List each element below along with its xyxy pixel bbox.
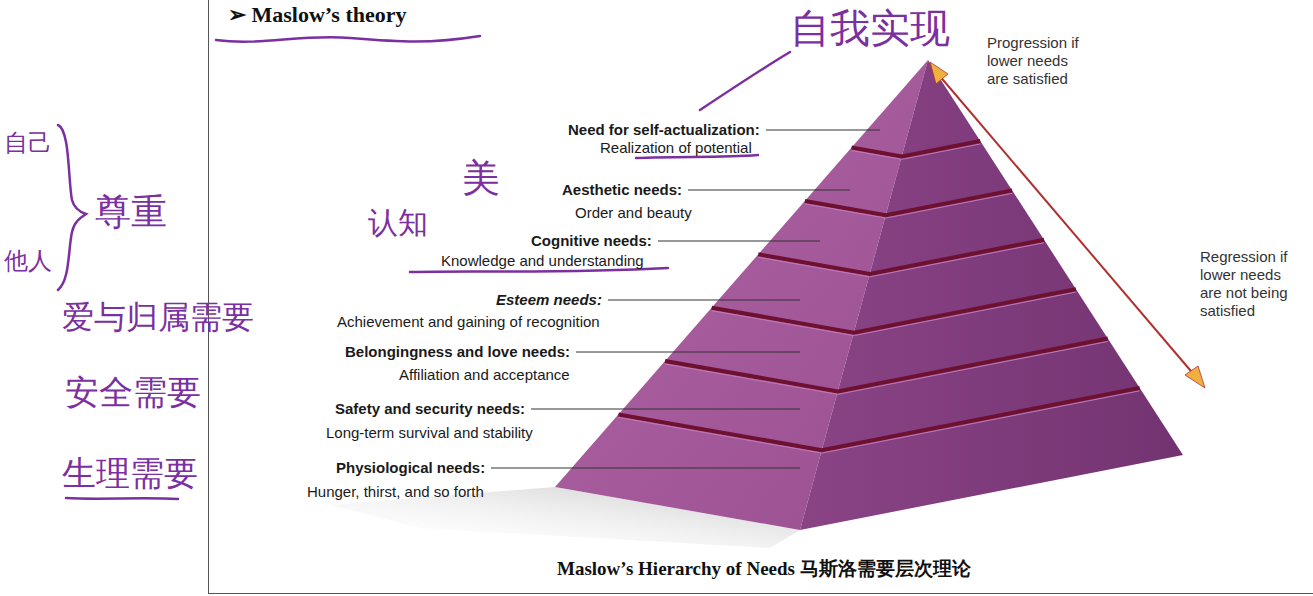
handwritten-note: 自我实现	[790, 6, 950, 50]
need-heading: Physiological needs:	[336, 459, 485, 477]
handwritten-note: 自己	[4, 130, 52, 156]
handwritten-note: 生理需要	[62, 455, 198, 492]
need-heading: Safety and security needs:	[335, 400, 525, 418]
need-heading: Esteem needs:	[496, 291, 602, 309]
need-description: Order and beauty	[575, 204, 692, 222]
need-description: Hunger, thirst, and so forth	[307, 483, 484, 501]
handwritten-note: 美	[462, 158, 500, 200]
need-description: Achievement and gaining of recognition	[337, 313, 600, 331]
layer-highlight	[665, 341, 1108, 394]
layer-groove	[618, 388, 1139, 450]
layer-highlight	[618, 391, 1139, 453]
layer-groove	[758, 240, 1044, 274]
need-description: Knowledge and understanding	[441, 252, 644, 270]
handwritten-note: 尊重	[95, 192, 167, 232]
need-heading: Belongingness and love needs:	[345, 343, 570, 361]
arrow-head	[1185, 366, 1205, 388]
handwritten-note: 安全需要	[65, 374, 201, 411]
handwritten-note: 爱与归属需要	[62, 300, 254, 335]
need-description: Long-term survival and stability	[326, 424, 533, 442]
handwritten-note: 认知	[368, 206, 428, 239]
need-heading: Aesthetic needs:	[562, 181, 682, 199]
handwritten-note: 他人	[4, 248, 52, 274]
frame-line	[208, 593, 1313, 594]
leader-lines	[491, 130, 880, 468]
arrow-head	[930, 62, 948, 84]
layer-highlight	[712, 292, 1076, 336]
need-heading: Cognitive needs:	[531, 232, 652, 250]
layer-groove	[805, 190, 1012, 215]
figure-caption: Maslow’s Hierarchy of Needs 马斯洛需要层次理论	[557, 556, 971, 582]
slide-title: ➢ Maslow’s theory	[228, 2, 407, 28]
handwritten-marks	[58, 36, 790, 499]
frame-line	[208, 0, 209, 594]
layer-highlight	[758, 243, 1044, 277]
layer-highlight	[805, 193, 1012, 218]
layer-groove	[665, 338, 1108, 391]
arrow-label: Progression if lower needs are satisfied	[987, 34, 1092, 88]
need-description: Realization of potential	[600, 139, 752, 157]
arrow-label: Regression if lower needs are not being …	[1200, 248, 1305, 320]
layer-highlight	[852, 144, 981, 159]
layer-grooves	[618, 141, 1139, 453]
need-description: Affiliation and acceptance	[399, 366, 570, 384]
need-heading: Need for self-actualization:	[568, 121, 760, 139]
layer-groove	[712, 289, 1076, 333]
double-arrow	[938, 74, 1196, 377]
